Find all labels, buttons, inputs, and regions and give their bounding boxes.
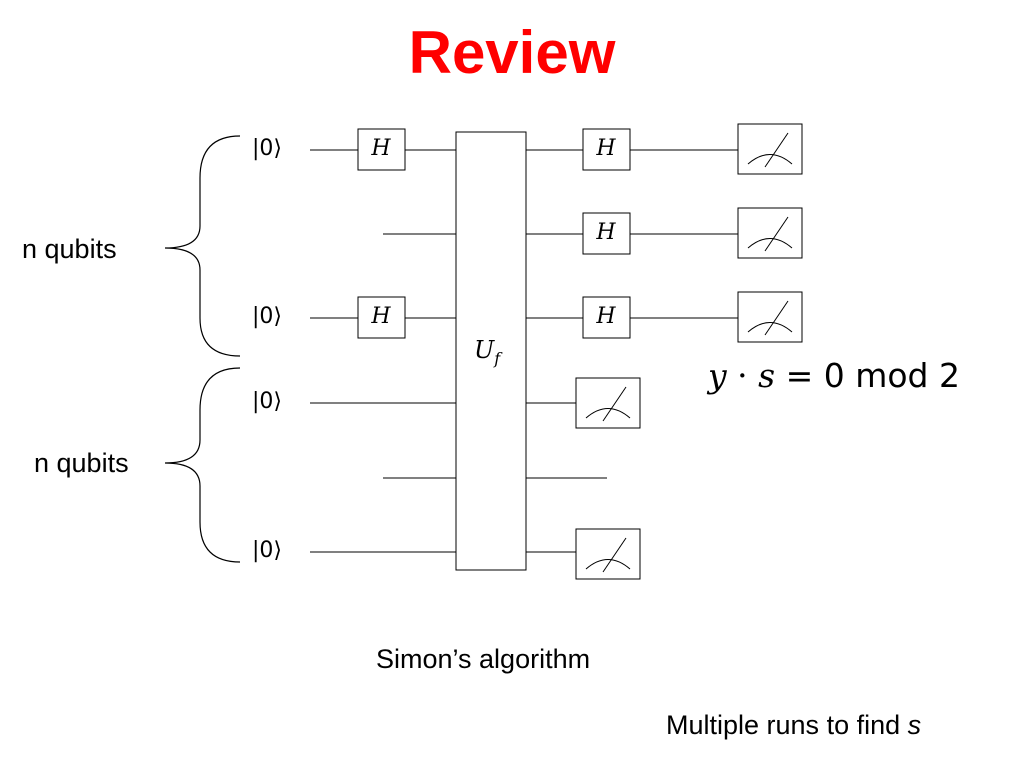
oracle-box bbox=[455, 131, 527, 571]
slide-title: Review bbox=[408, 19, 616, 86]
brace-bottom bbox=[164, 367, 241, 563]
meter-2 bbox=[737, 207, 803, 259]
hadamard-box-2 bbox=[357, 296, 406, 339]
hadamard-box-1 bbox=[357, 128, 406, 171]
equation-rest: = 0 mod 2 bbox=[775, 356, 960, 395]
hadamard-label-1: H bbox=[371, 136, 391, 161]
meter-4 bbox=[575, 377, 641, 429]
equation: y · s = 0 mod 2 bbox=[708, 356, 960, 395]
hadamard-box-3 bbox=[582, 128, 631, 171]
meter-3 bbox=[737, 291, 803, 343]
hadamard-label-3: H bbox=[596, 136, 616, 161]
caption: Simon’s algorithm bbox=[376, 644, 591, 674]
hadamard-label-2: H bbox=[371, 304, 391, 329]
hadamard-box-5 bbox=[582, 296, 631, 339]
equation-dot: · bbox=[726, 356, 759, 395]
equation-s: s bbox=[758, 356, 776, 395]
ket-3: |0⟩ bbox=[252, 389, 282, 414]
group-label-bottom: n qubits bbox=[34, 448, 129, 478]
footer-var: s bbox=[907, 710, 922, 740]
brace-top bbox=[164, 135, 241, 357]
hadamard-label-4: H bbox=[596, 220, 616, 245]
meter-5 bbox=[575, 528, 641, 580]
hadamard-box-4 bbox=[582, 212, 631, 255]
hadamard-label-5: H bbox=[596, 304, 616, 329]
footer-note: Multiple runs to find s bbox=[666, 710, 921, 741]
ket-4: |0⟩ bbox=[252, 538, 282, 563]
group-label-top: n qubits bbox=[22, 234, 117, 264]
ket-1: |0⟩ bbox=[252, 136, 282, 161]
oracle-label: Uf bbox=[474, 336, 500, 368]
ket-2: |0⟩ bbox=[252, 304, 282, 329]
oracle-label-main: U bbox=[474, 336, 495, 364]
equation-y: y bbox=[708, 356, 727, 395]
oracle-label-sub: f bbox=[494, 348, 501, 368]
footer-prefix: Multiple runs to find bbox=[666, 710, 908, 740]
meter-1 bbox=[737, 123, 803, 175]
